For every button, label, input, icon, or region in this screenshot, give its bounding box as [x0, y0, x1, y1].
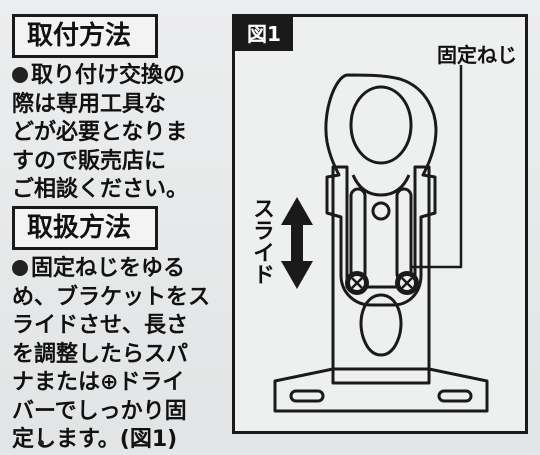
slot-right — [395, 187, 413, 283]
text-line: 定します。(図1) — [12, 427, 178, 452]
text-line: すので販売店に — [12, 148, 167, 174]
text-line: を調整したらスパ — [12, 341, 189, 367]
ring-hole — [349, 85, 413, 165]
screw-label: 固定ねじ — [437, 43, 517, 67]
foot-slot-left — [289, 389, 325, 403]
screw-left-icon — [345, 271, 369, 295]
slot-left — [349, 187, 367, 283]
base-foot — [273, 367, 489, 413]
section-title-installation: 取付方法 — [12, 14, 158, 58]
text-line: ライドさせ、長さ — [12, 313, 189, 338]
installation-text: 取り付け交換の 際は専用工具な どが必要となりま すので販売店に ご相談ください… — [12, 62, 218, 205]
neck-notch — [351, 174, 411, 197]
bracket-drawing — [273, 65, 489, 413]
text-line: 固定ねじをゆる — [12, 255, 218, 284]
text-line: どが必要となりま — [12, 120, 188, 145]
lower-bracket — [331, 165, 431, 371]
text-line: 際は専用工具な — [12, 91, 167, 117]
slide-arrow-icon — [281, 197, 313, 289]
slide-label: スライド — [249, 197, 274, 285]
figure-1: 図1 固定ねじ スライド — [232, 14, 528, 434]
bullet-fragment — [38, 440, 44, 446]
text-line: 取り付け交換の — [12, 62, 218, 91]
text-line: バーでしっかり固 — [12, 398, 187, 424]
text-line: ご相談ください。 — [12, 177, 189, 202]
text-line: ナまたは⊕ドライ — [12, 370, 185, 395]
text-line: め、ブラケットをス — [12, 284, 211, 310]
teardrop-hole — [359, 293, 403, 357]
handling-text: 固定ねじをゆる め、ブラケットをス ライドさせ、長さ を調整したらスパ ナまたは… — [12, 255, 218, 455]
bullet-icon — [12, 67, 28, 83]
keyhole — [371, 201, 391, 221]
figure-tag: 図1 — [235, 17, 293, 51]
bullet-icon — [12, 260, 28, 276]
foot-slot-right — [437, 389, 473, 403]
section-title-handling: 取扱方法 — [12, 206, 158, 250]
upper-bracket — [324, 73, 438, 307]
screw-right-icon — [395, 271, 419, 295]
